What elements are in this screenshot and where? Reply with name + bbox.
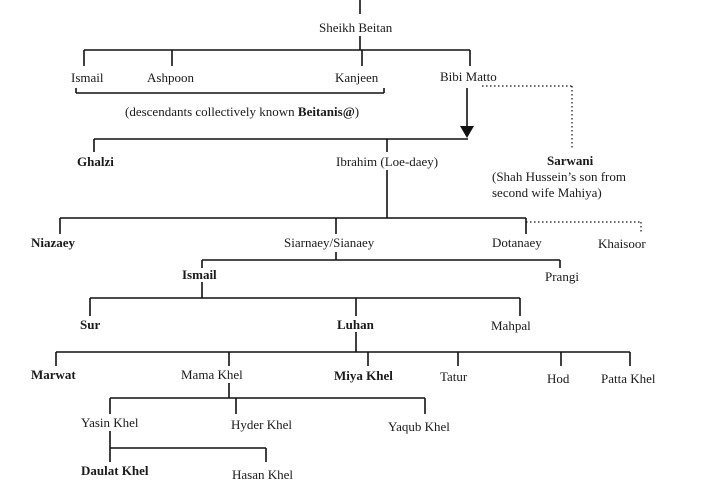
node-miya-khel: Miya Khel bbox=[334, 368, 393, 383]
node-ashpoon: Ashpoon bbox=[147, 70, 194, 85]
node-hasan-khel: Hasan Khel bbox=[232, 467, 294, 482]
node-luhan: Luhan bbox=[337, 317, 374, 332]
node-ibrahim: Ibrahim (Loe-daey) bbox=[336, 154, 439, 169]
node-dotanaey: Dotanaey bbox=[492, 235, 542, 250]
node-sarwani: Sarwani bbox=[547, 153, 594, 168]
node-bibi-matto: Bibi Matto bbox=[440, 69, 497, 84]
node-kanjeen: Kanjeen bbox=[335, 70, 379, 85]
node-mahpal: Mahpal bbox=[491, 318, 531, 333]
beitanis-note-prefix: (descendants collectively known bbox=[125, 104, 298, 119]
node-sheikh-beitan: Sheikh Beitan bbox=[319, 20, 393, 35]
node-niazaey: Niazaey bbox=[31, 235, 76, 250]
sarwani-note-line1: (Shah Hussein’s son from bbox=[492, 169, 626, 184]
beitanis-note-suffix: ) bbox=[354, 104, 360, 119]
node-yaqub-khel: Yaqub Khel bbox=[388, 419, 450, 434]
node-marwat: Marwat bbox=[31, 367, 76, 382]
beitanis-note: (descendants collectively known Beitanis… bbox=[125, 104, 359, 119]
node-daulat-khel: Daulat Khel bbox=[81, 463, 149, 478]
node-sur: Sur bbox=[80, 317, 101, 332]
node-hod: Hod bbox=[547, 371, 570, 386]
node-siarnaey: Siarnaey/Sianaey bbox=[284, 235, 375, 250]
sarwani-note-line2: second wife Mahiya) bbox=[492, 185, 602, 200]
node-ismail-gen4: Ismail bbox=[182, 267, 217, 282]
node-ghalzi: Ghalzi bbox=[77, 154, 114, 169]
node-hyder-khel: Hyder Khel bbox=[231, 417, 293, 432]
node-khaisoor: Khaisoor bbox=[598, 236, 646, 251]
node-ismail-gen1: Ismail bbox=[71, 70, 104, 85]
node-yasin-khel: Yasin Khel bbox=[81, 415, 139, 430]
beitanis-note-bold: Beitanis@ bbox=[297, 104, 355, 119]
node-mama-khel: Mama Khel bbox=[181, 367, 243, 382]
node-tatur: Tatur bbox=[440, 369, 468, 384]
node-patta-khel: Patta Khel bbox=[601, 371, 656, 386]
node-prangi: Prangi bbox=[545, 269, 579, 284]
